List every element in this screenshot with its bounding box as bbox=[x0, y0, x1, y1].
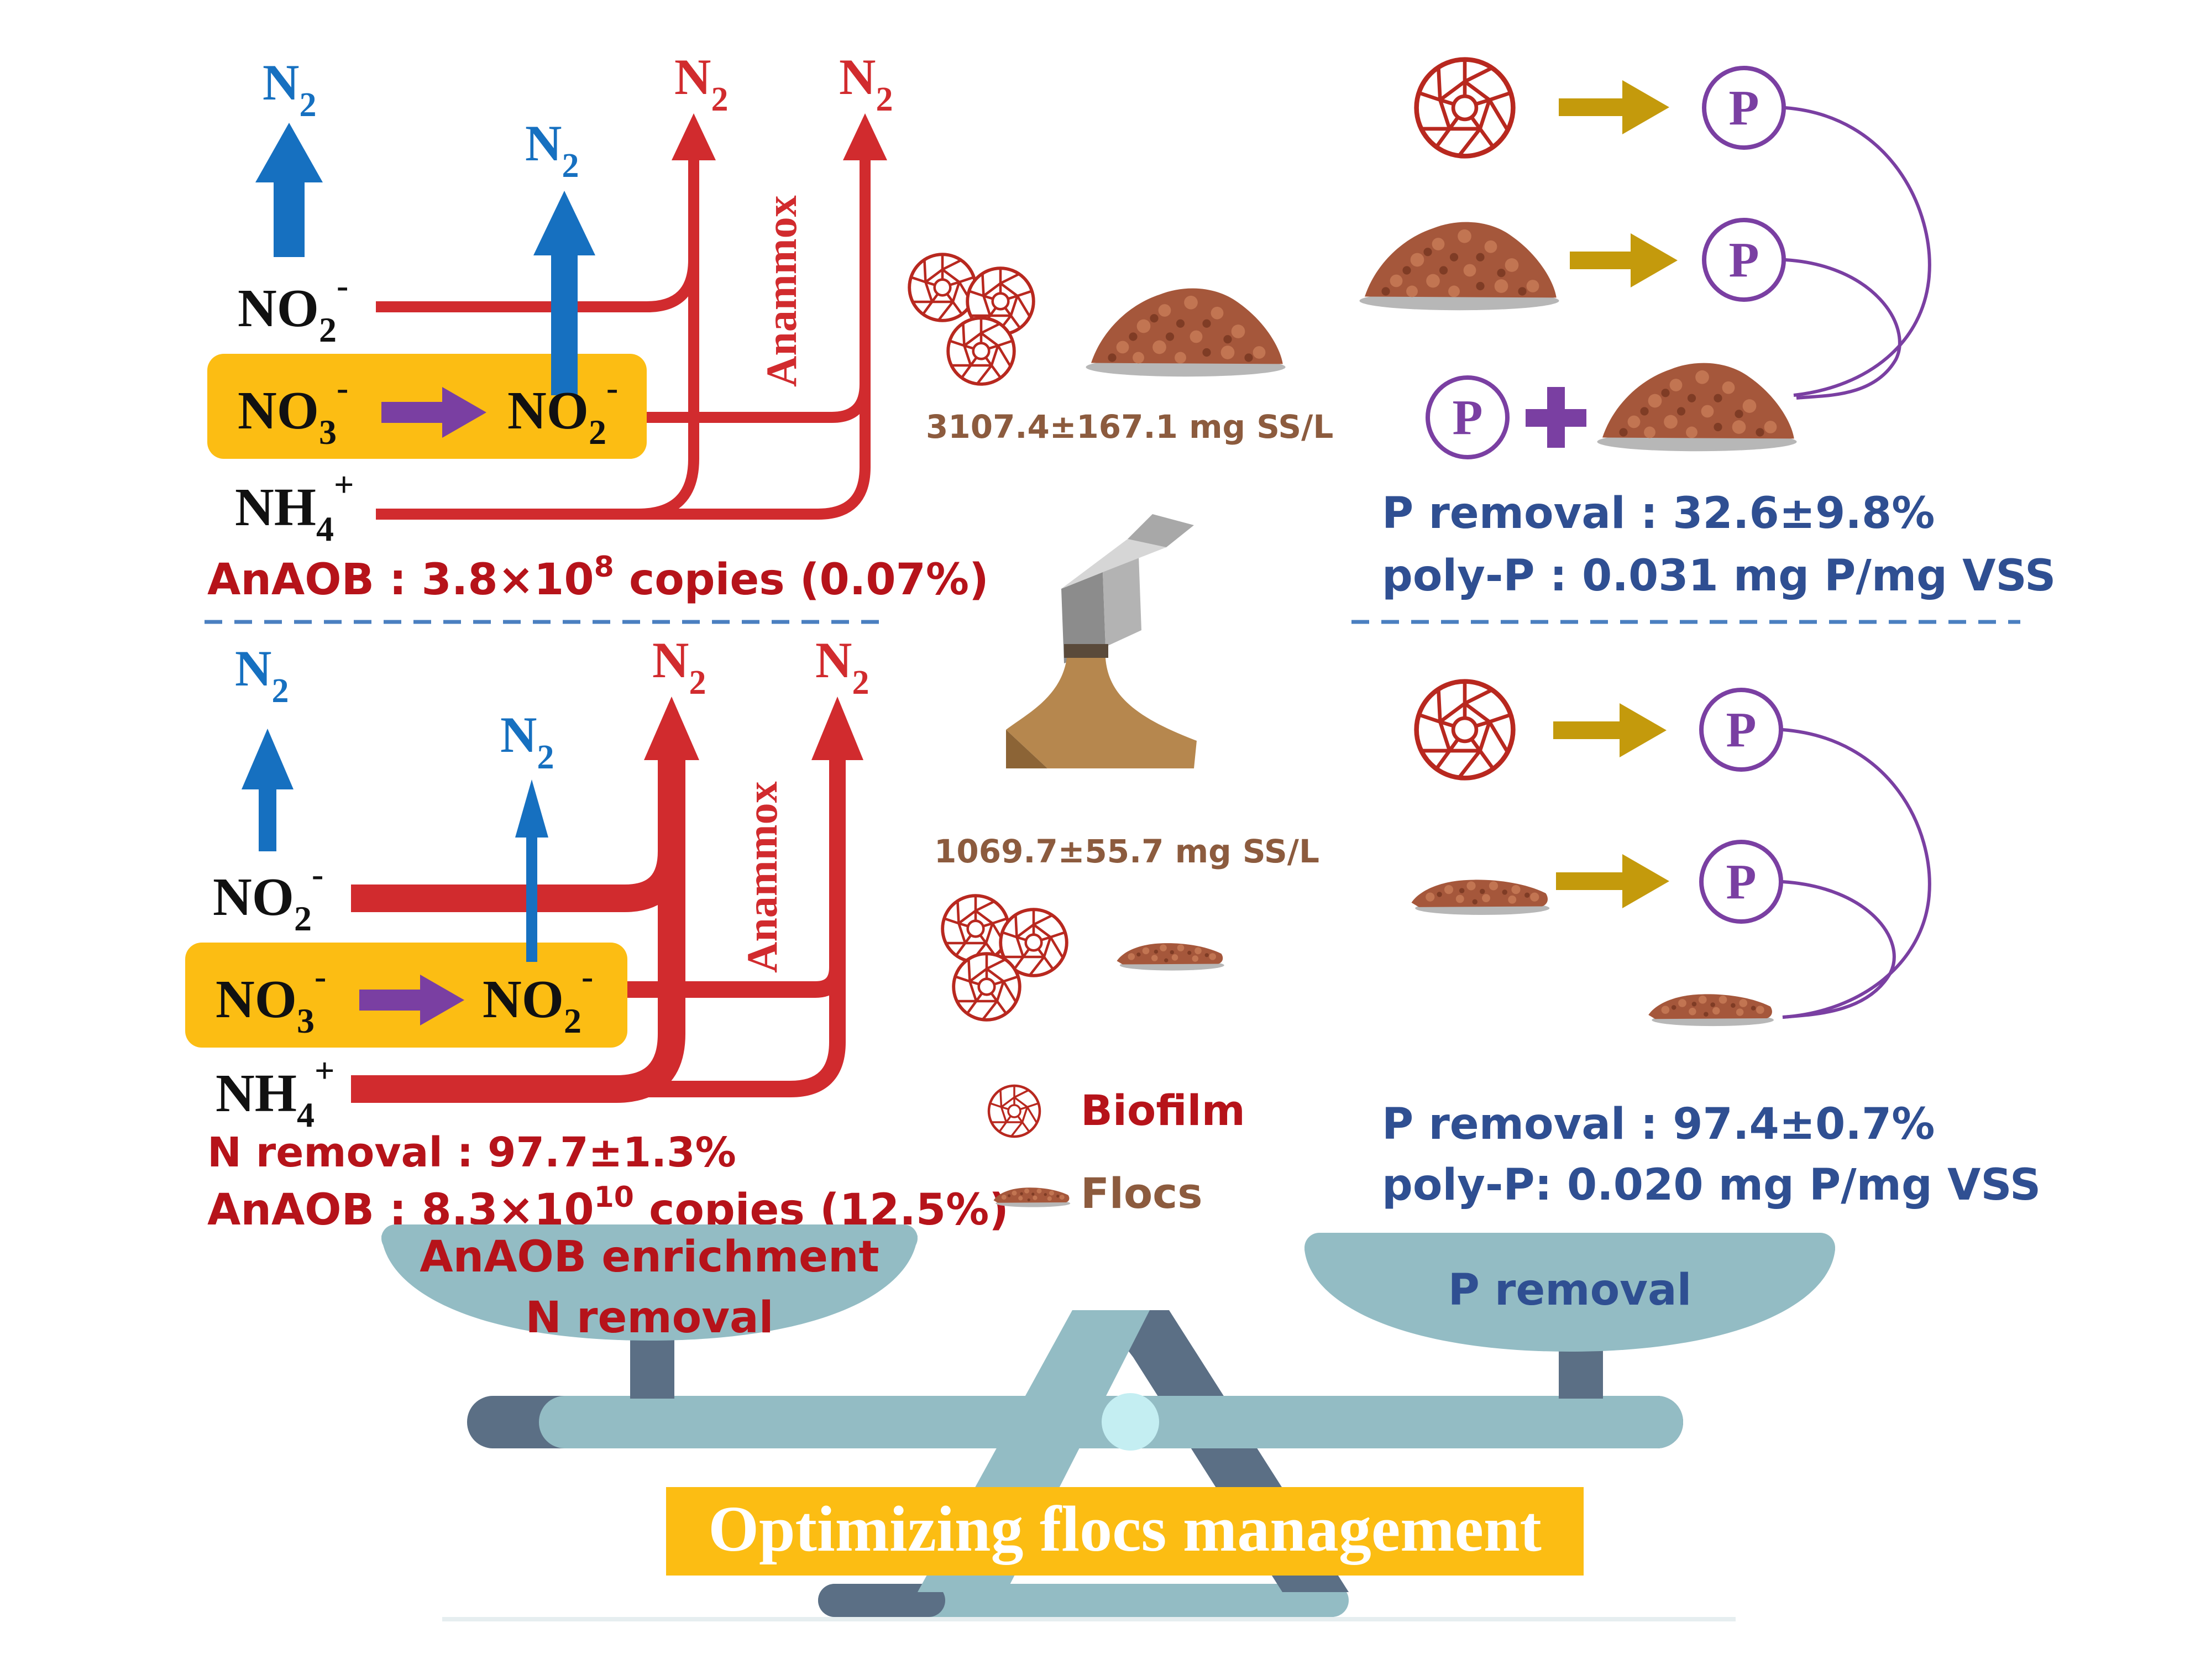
purple-connector-lines-bottom bbox=[1782, 728, 1931, 1019]
p-circle-top-1 bbox=[1702, 66, 1786, 150]
left-pan-stem bbox=[630, 1338, 674, 1399]
anaob-top-text: AnAOB : 3.8×108 copies (0.07%) bbox=[207, 551, 989, 605]
blue-n2-arrow-mid-top bbox=[533, 191, 595, 395]
blue-n2-arrow-mid-bottom bbox=[515, 779, 548, 962]
red-arrowhead-2-top bbox=[843, 113, 887, 160]
purple-plus-icon-top bbox=[1526, 387, 1586, 448]
bottom-right-p-uptake: P P P removal : 97.4±0.7% poly-P: 0.020 … bbox=[1382, 682, 2041, 1210]
legend-flocs-label: Flocs bbox=[1081, 1169, 1202, 1218]
p-circle-bottom-1 bbox=[1699, 688, 1783, 772]
p-circle-bottom-2 bbox=[1699, 840, 1783, 924]
left-pan bbox=[381, 1236, 918, 1341]
bottom-left-n-pathway: N2 N2 N2 Anammox N2 NO2- NO3- NO2- NH4+ … bbox=[185, 632, 1009, 1235]
biofilm-icon-p-top bbox=[1417, 60, 1513, 156]
biofilm-icon-p-bottom bbox=[1417, 682, 1513, 778]
left-pan-label-1: AnAOB enrichment bbox=[420, 1232, 879, 1282]
purple-connector-lines-top bbox=[1785, 106, 1931, 400]
p-label-top-3: P bbox=[1453, 390, 1483, 445]
biofilm-icon-top-1 bbox=[909, 254, 976, 321]
polyp-top-text: poly-P : 0.031 mg P/mg VSS bbox=[1382, 551, 2056, 601]
nh4-label-top: NH4+ bbox=[235, 465, 354, 548]
gold-arrow-p-bottom-1 bbox=[1553, 703, 1667, 757]
polyp-bottom-text: poly-P: 0.020 mg P/mg VSS bbox=[1382, 1160, 2041, 1210]
n2-label-red-2-bottom: N2 bbox=[815, 632, 869, 702]
red-flow-paths-top bbox=[376, 155, 871, 520]
ss-top-text: 3107.4±167.1 mg SS/L bbox=[926, 408, 1333, 446]
ss-bottom-text: 1069.7±55.7 mg SS/L bbox=[934, 833, 1319, 870]
n2-label-red-1-bottom: N2 bbox=[652, 632, 706, 702]
flocs-heap-p-top bbox=[1359, 222, 1559, 311]
blue-n2-arrow-left-top bbox=[255, 123, 323, 257]
n2-label-blue-left-top: N2 bbox=[263, 54, 316, 124]
red-arrowhead-1-top bbox=[672, 113, 716, 160]
legend-biofilm-label: Biofilm bbox=[1081, 1086, 1245, 1135]
p-label-top-2: P bbox=[1729, 233, 1759, 287]
no2-label-box-bottom: NO2- bbox=[483, 957, 593, 1040]
p-circle-top-2 bbox=[1702, 218, 1786, 302]
scale-pivot bbox=[1102, 1393, 1159, 1451]
blue-n2-arrow-left-bottom bbox=[242, 729, 294, 851]
flocs-small-p-bottom-2 bbox=[1648, 994, 1774, 1027]
anammox-label-top: Anammox bbox=[757, 195, 805, 387]
n2-label-blue-left-bottom: N2 bbox=[235, 640, 289, 710]
middle-column: 3107.4±167.1 mg SS/L 1069.7±55.7 mg SS/L… bbox=[909, 254, 1333, 1218]
no2-label-box-top: NO2- bbox=[507, 368, 618, 452]
purple-arrow-no3-no2-bottom bbox=[359, 975, 464, 1025]
p-label-bottom-1: P bbox=[1726, 703, 1757, 757]
flocs-small-bottom bbox=[1117, 943, 1224, 971]
no2-label-top: NO2- bbox=[238, 266, 348, 349]
p-label-top-1: P bbox=[1729, 81, 1759, 135]
biofilm-icon-top-3 bbox=[948, 318, 1014, 384]
p-removal-bottom-text: P removal : 97.4±0.7% bbox=[1382, 1100, 1935, 1149]
flocs-heap-p-top-3 bbox=[1597, 363, 1797, 452]
gold-arrow-p-top-2 bbox=[1570, 233, 1678, 287]
no3-label-top: NO3- bbox=[238, 368, 348, 452]
left-pan-label-2: N removal bbox=[526, 1293, 774, 1343]
no3-label-bottom: NO3- bbox=[216, 957, 326, 1040]
nh4-label-bottom: NH4+ bbox=[216, 1051, 334, 1134]
p-circle-top-3 bbox=[1426, 375, 1510, 459]
sludge-discharge-pipe-icon bbox=[1006, 514, 1197, 768]
anammox-label-bottom: Anammox bbox=[738, 781, 786, 973]
n2-label-red-2-top: N2 bbox=[839, 49, 893, 118]
ground-line bbox=[442, 1617, 1736, 1621]
biofilm-icon-bottom-1 bbox=[942, 896, 1009, 962]
n2-label-red-1-top: N2 bbox=[674, 49, 728, 118]
p-label-bottom-2: P bbox=[1726, 855, 1757, 909]
banner-title: Optimizing flocs management bbox=[708, 1493, 1542, 1565]
right-pan bbox=[1304, 1249, 1835, 1352]
red-flow-paths-bottom bbox=[351, 752, 846, 1103]
biofilm-icon-bottom-3 bbox=[953, 954, 1020, 1020]
purple-arrow-no3-no2-top bbox=[381, 387, 486, 438]
flocs-heap-top bbox=[1086, 288, 1286, 377]
p-removal-top-text: P removal : 32.6±9.8% bbox=[1382, 489, 1935, 538]
legend-biofilm-icon bbox=[989, 1086, 1040, 1137]
top-left-n-pathway: N2 N2 N2 Anammox N2 NO2- NO3- NO2- NH4+ bbox=[207, 49, 989, 605]
gold-arrow-p-bottom-2 bbox=[1556, 854, 1669, 908]
red-arrowhead-1-bottom bbox=[644, 697, 699, 760]
no2-label-bottom: NO2- bbox=[213, 855, 323, 938]
red-arrowhead-2-bottom bbox=[811, 697, 863, 760]
right-pan-label: P removal bbox=[1448, 1265, 1692, 1315]
balance-scale: AnAOB enrichment N removal P removal Opt… bbox=[381, 1224, 1835, 1621]
gold-arrow-p-top-1 bbox=[1559, 80, 1669, 134]
n2-label-blue-mid-top: N2 bbox=[525, 115, 579, 185]
n2-label-blue-mid-bottom: N2 bbox=[500, 706, 554, 776]
top-right-p-uptake: P P P P removal : 32.6±9.8% poly-P : 0.0… bbox=[1359, 60, 2056, 601]
banner-box bbox=[666, 1487, 1584, 1576]
n-removal-bottom-text: N removal : 97.7±1.3% bbox=[207, 1129, 736, 1176]
flocs-small-p-bottom-1 bbox=[1411, 880, 1550, 915]
